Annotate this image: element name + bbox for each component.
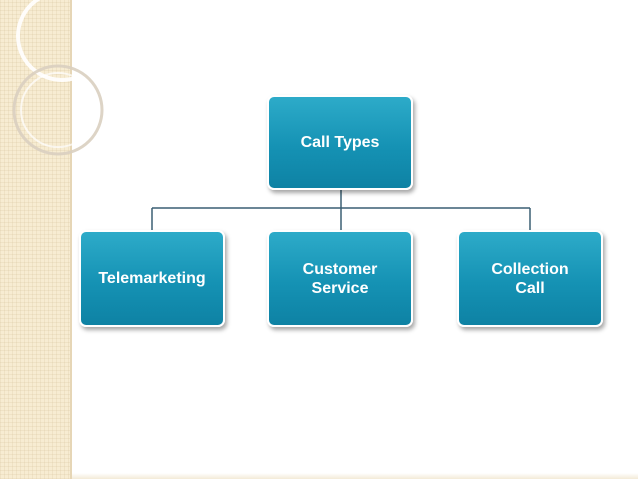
bottom-band	[72, 473, 638, 479]
child-node-label: Customer Service	[302, 260, 378, 297]
decorative-rings	[12, 0, 108, 156]
strip-divider	[70, 0, 72, 479]
root-node-label: Call Types	[300, 134, 380, 151]
child-node-telemarketing: Telemarketing	[79, 230, 225, 327]
child-node-label: Telemarketing	[98, 270, 206, 287]
decorative-ring-3	[20, 72, 96, 148]
child-node-label: Collection Call	[491, 260, 569, 297]
child-node-customer-service: Customer Service	[267, 230, 413, 327]
decorative-ring-2	[12, 64, 104, 156]
child-node-collection-call: Collection Call	[457, 230, 603, 327]
decorative-ring-1	[16, 0, 108, 82]
root-node-box: Call Types	[267, 95, 413, 190]
